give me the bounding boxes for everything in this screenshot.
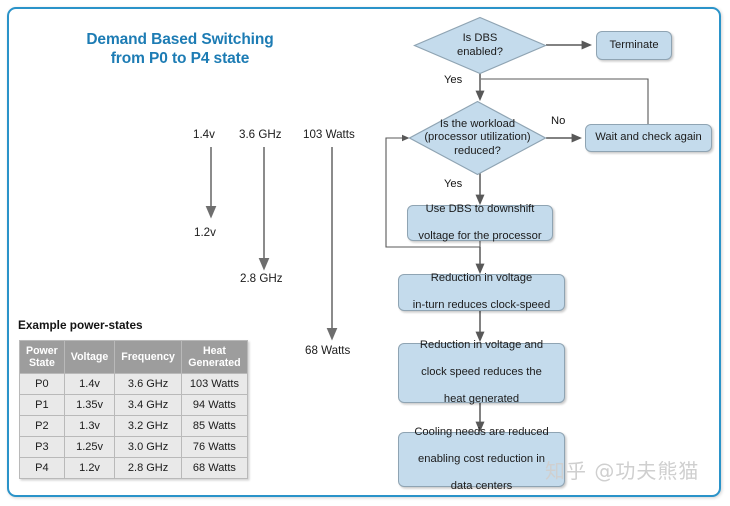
reduction-heat-line-1: Reduction in voltage and (419, 339, 544, 352)
table-cell-3: 68 Watts (181, 458, 247, 478)
node-reduction-clock-speed[interactable]: Reduction in voltage in-turn reduces clo… (398, 272, 565, 313)
node-reduction-heat[interactable]: Reduction in voltage and clock speed red… (398, 339, 565, 405)
cooling-line-2: enabling cost reduction in (418, 452, 545, 465)
table-cell-1: 1.2v (64, 458, 115, 478)
table-cell-1: 1.35v (64, 395, 115, 415)
decision2-label-line-3: reduced? (454, 144, 501, 157)
table-cell-3: 103 Watts (181, 374, 247, 394)
node-terminate[interactable]: Terminate (596, 31, 672, 60)
metric-voltage-top: 1.4v (193, 128, 215, 141)
decision-is-workload-reduced[interactable]: Is the workload (processor utilization) … (408, 100, 547, 176)
node-cooling-cost-reduction[interactable]: Cooling needs are reduced enabling cost … (398, 426, 565, 492)
metric-voltage-bottom: 1.2v (194, 226, 216, 239)
decision-is-dbs-enabled-label: Is DBS enabled? (413, 16, 547, 75)
decision2-label-line-1: Is the workload (439, 117, 516, 130)
reduction-heat-line-2: clock speed reduces the (421, 366, 542, 379)
edge-label-yes-dbs-enabled: Yes (444, 74, 463, 86)
node-wait-and-check-again[interactable]: Wait and check again (585, 124, 712, 152)
table-cell-0: P4 (20, 458, 64, 478)
table-header-cell-2: Frequency (115, 341, 181, 373)
table-header-cell-0: Power State (20, 341, 64, 373)
table-cell-3: 76 Watts (181, 437, 247, 457)
node-reduction-heat-label: Reduction in voltage and clock speed red… (412, 339, 551, 407)
table-cell-1: 1.25v (64, 437, 115, 457)
diamond-shape (413, 16, 547, 75)
table-cell-0: P0 (20, 374, 64, 394)
table-cell-1: 1.4v (64, 374, 115, 394)
use-dbs-line-1: Use DBS to downshift (425, 202, 535, 215)
page-title-line-2: from P0 to P4 state (110, 50, 250, 67)
page-title-line-1: Demand Based Switching (86, 31, 274, 48)
table-cell-2: 2.8 GHz (115, 458, 181, 478)
decision-is-workload-reduced-label: Is the workload (processor utilization) … (408, 100, 547, 176)
table-cell-0: P3 (20, 437, 64, 457)
metric-frequency-bottom: 2.8 GHz (240, 272, 283, 285)
table-caption: Example power-states (18, 318, 143, 332)
decision-label-line-1: Is DBS (462, 32, 498, 44)
table-header-cell-1: Voltage (64, 341, 115, 373)
decision-label-line-2: enabled? (456, 45, 504, 58)
node-use-dbs-downshift-label: Use DBS to downshift voltage for the pro… (410, 203, 549, 244)
table-cell-2: 3.0 GHz (115, 437, 181, 457)
diamond-shape (408, 100, 547, 176)
decision-is-dbs-enabled[interactable]: Is DBS enabled? (413, 16, 547, 75)
table-cell-3: 85 Watts (181, 416, 247, 436)
reduction-clock-line-2: in-turn reduces clock-speed (412, 299, 551, 312)
reduction-heat-line-3: heat generated (443, 393, 520, 406)
watermark: 知乎 @功夫熊猫 (545, 459, 700, 483)
table-cell-2: 3.4 GHz (115, 395, 181, 415)
node-use-dbs-downshift[interactable]: Use DBS to downshift voltage for the pro… (407, 203, 553, 244)
table-cell-1: 1.3v (64, 416, 115, 436)
edge-label-no-workload: No (551, 115, 566, 127)
table-cell-0: P1 (20, 395, 64, 415)
table-cell-0: P2 (20, 416, 64, 436)
table-cell-3: 94 Watts (181, 395, 247, 415)
table-cell-2: 3.6 GHz (115, 374, 181, 394)
node-reduction-clock-speed-label: Reduction in voltage in-turn reduces clo… (405, 272, 558, 313)
reduction-clock-line-1: Reduction in voltage (430, 272, 533, 285)
cooling-line-1: Cooling needs are reduced (414, 425, 549, 438)
node-cooling-cost-reduction-label: Cooling needs are reduced enabling cost … (406, 426, 556, 494)
table-cell-2: 3.2 GHz (115, 416, 181, 436)
decision2-label-line-2: (processor utilization) (424, 131, 531, 144)
metric-heat-top: 103 Watts (303, 128, 355, 141)
table-header-cell-3: Heat Generated (181, 341, 247, 373)
edge-label-yes-workload: Yes (444, 178, 463, 190)
metric-heat-bottom: 68 Watts (305, 344, 351, 357)
cooling-line-3: data centers (450, 479, 513, 492)
node-terminate-label: Terminate (609, 38, 659, 51)
use-dbs-line-2: voltage for the processor (418, 229, 542, 242)
node-wait-and-check-again-label: Wait and check again (595, 131, 702, 144)
metric-frequency-top: 3.6 GHz (239, 128, 282, 141)
page-title: Demand Based Switching from P0 to P4 sta… (55, 30, 305, 68)
